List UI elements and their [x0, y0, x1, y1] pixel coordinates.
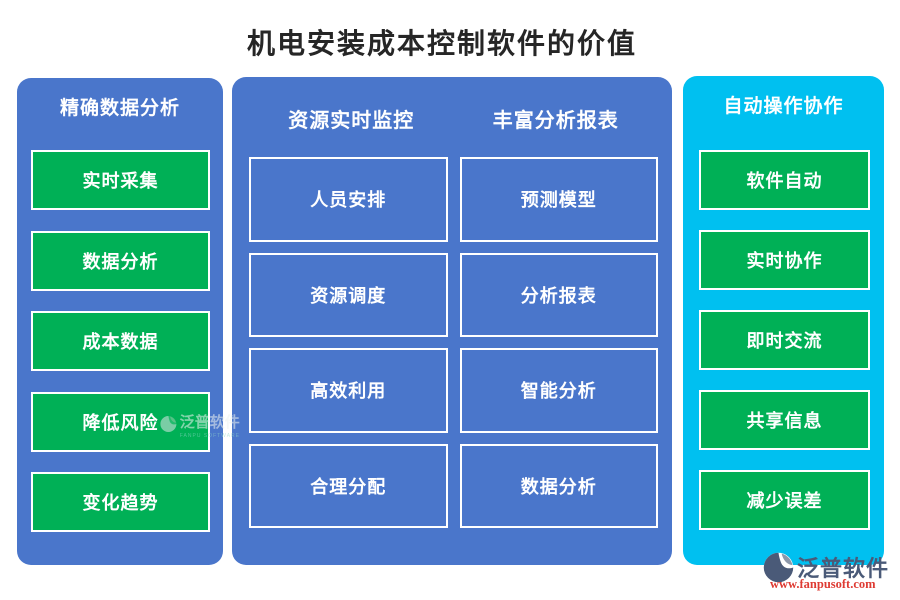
panel-automatic-collaboration: 自动操作协作 软件自动 实时协作 即时交流 共享信息 减少误差 — [683, 76, 884, 565]
fanpu-logo: 泛普软件 www.fanpusoft.com — [761, 548, 893, 594]
brand-url: www.fanpusoft.com — [770, 577, 876, 591]
box-analysis-report: 分析报表 — [459, 252, 658, 337]
middle-grid: 人员安排 预测模型 资源调度 分析报表 高效利用 智能分析 合理分配 数据分析 — [249, 157, 658, 528]
fanpu-swoosh-icon — [763, 552, 794, 583]
box-data-analysis-report: 数据分析 — [459, 443, 658, 528]
panel-left-title: 精确数据分析 — [59, 98, 180, 119]
panel-accurate-data-analysis: 精确数据分析 实时采集 数据分析 成本数据 降低风险 变化趋势 — [17, 78, 223, 565]
box-reasonable-allocation: 合理分配 — [249, 443, 448, 528]
panel-right-items: 软件自动 实时协作 即时交流 共享信息 减少误差 — [699, 150, 870, 530]
box-realtime-collaboration: 实时协作 — [699, 230, 870, 290]
box-resource-scheduling: 资源调度 — [249, 252, 448, 337]
middle-column-headers: 资源实时监控 丰富分析报表 — [249, 104, 658, 133]
box-personnel-arrangement: 人员安排 — [249, 157, 448, 242]
page-title: 机电安装成本控制软件的价值 — [246, 28, 637, 59]
box-error-reduction: 减少误差 — [699, 470, 870, 530]
panel-right-title: 自动操作协作 — [723, 96, 844, 117]
panel-left-items: 实时采集 数据分析 成本数据 降低风险 变化趋势 — [31, 150, 210, 532]
box-change-trend: 变化趋势 — [31, 472, 210, 532]
box-instant-communication: 即时交流 — [699, 310, 870, 370]
box-software-automation: 软件自动 — [699, 150, 870, 210]
box-intelligent-analysis: 智能分析 — [459, 348, 658, 433]
box-information-sharing: 共享信息 — [699, 390, 870, 450]
box-prediction-model: 预测模型 — [459, 157, 658, 242]
box-efficient-utilization: 高效利用 — [249, 348, 448, 433]
brand-name: 泛普软件 — [797, 556, 890, 581]
box-realtime-collection: 实时采集 — [31, 150, 210, 210]
header-resource-monitoring: 资源实时监控 — [288, 110, 415, 132]
panel-monitor-and-reports: 资源实时监控 丰富分析报表 人员安排 预测模型 资源调度 分析报表 高效利用 智… — [232, 77, 672, 565]
box-data-analysis: 数据分析 — [31, 230, 210, 291]
header-analysis-reports: 丰富分析报表 — [492, 110, 619, 132]
box-risk-reduction: 降低风险 — [31, 391, 210, 452]
box-cost-data: 成本数据 — [31, 311, 210, 371]
